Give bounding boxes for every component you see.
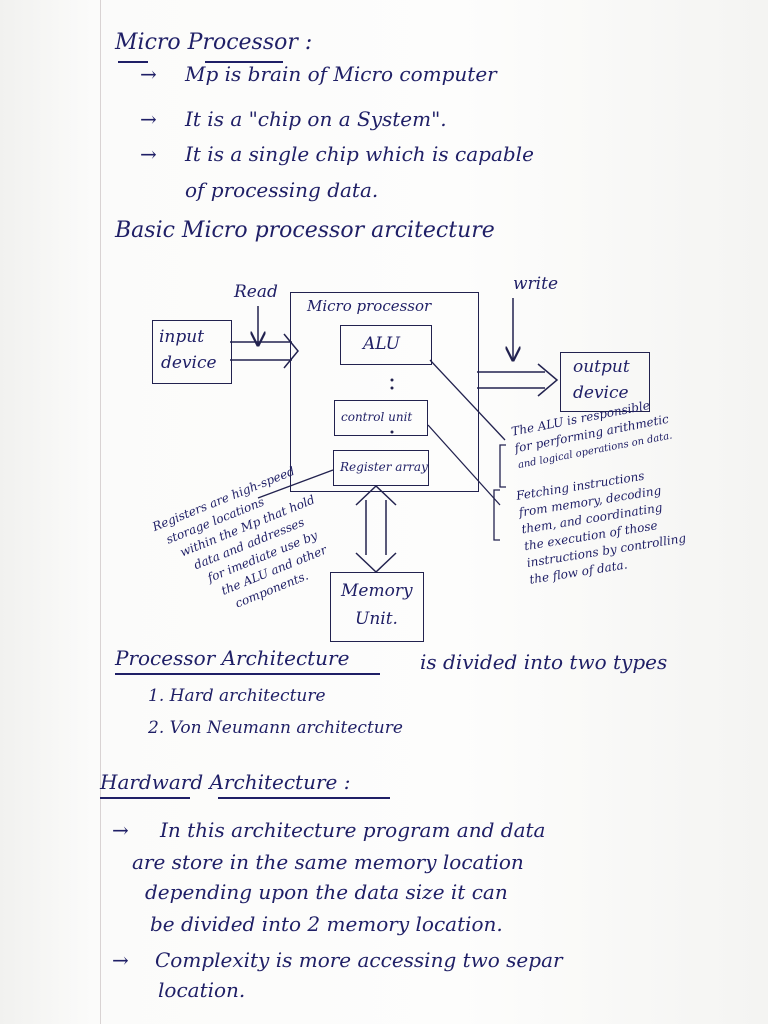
register-array-label: Register array xyxy=(340,460,428,474)
hardward-line-4: be divided into 2 memory location. xyxy=(150,912,503,936)
write-label: write xyxy=(513,274,559,294)
section-title-microprocessor: Micro Processor : xyxy=(115,30,313,55)
memory-unit-box: Memory Unit. xyxy=(330,572,424,642)
heading-underline xyxy=(218,797,390,799)
output-device-label-line1: output xyxy=(573,357,630,377)
input-device-label-line1: input xyxy=(159,327,205,347)
bullet-2: It is a "chip on a System". xyxy=(185,107,447,131)
heading-underline xyxy=(100,797,190,799)
memory-unit-label-line2: Unit. xyxy=(355,609,398,629)
bullet-arrow-1: → xyxy=(140,62,157,86)
bullet-arrow-2: → xyxy=(140,107,157,131)
input-device-box: input device xyxy=(152,320,232,384)
hardward-line-3: depending upon the data size it can xyxy=(145,880,508,904)
title-squiggle xyxy=(118,61,148,63)
microprocessor-label: Micro processor xyxy=(307,297,432,315)
margin-line xyxy=(100,0,101,1024)
architecture-type-1: 1. Hard architecture xyxy=(148,686,326,706)
memory-unit-label-line1: Memory xyxy=(341,581,413,601)
hardward-arrow-2: → xyxy=(112,948,129,972)
alu-label: ALU xyxy=(363,334,400,354)
control-unit-label: control unit xyxy=(341,410,413,424)
hardward-line-2: are store in the same memory location xyxy=(132,850,524,874)
processor-architecture-text: is divided into two types xyxy=(420,650,668,674)
heading-underline xyxy=(115,673,380,675)
bullet-1: Mp is brain of Micro computer xyxy=(185,62,497,86)
control-unit-box: control unit xyxy=(334,400,428,436)
hardward-line-5: Complexity is more accessing two separ xyxy=(155,948,563,972)
hardward-line-1: In this architecture program and data xyxy=(160,818,546,842)
architecture-heading: Basic Micro processor arcitecture xyxy=(115,218,495,243)
hardward-heading: Hardward Architecture : xyxy=(100,770,351,794)
microprocessor-box: Micro processor xyxy=(290,292,479,492)
hardward-line-6: location. xyxy=(158,978,246,1002)
architecture-type-2: 2. Von Neumann architecture xyxy=(148,718,403,738)
title-squiggle-2 xyxy=(205,61,283,63)
output-device-label-line2: device xyxy=(573,383,629,403)
bullet-3-continued: of processing data. xyxy=(185,178,379,202)
bullet-3: It is a single chip which is capable xyxy=(185,142,534,166)
hardward-arrow-1: → xyxy=(112,818,129,842)
register-array-box: Register array xyxy=(333,450,429,486)
alu-box: ALU xyxy=(340,325,432,365)
processor-architecture-heading: Processor Architecture xyxy=(115,646,350,670)
output-device-box: output device xyxy=(560,352,650,412)
read-label: Read xyxy=(234,282,278,302)
bullet-arrow-3: → xyxy=(140,142,157,166)
input-device-label-line2: device xyxy=(161,353,217,373)
